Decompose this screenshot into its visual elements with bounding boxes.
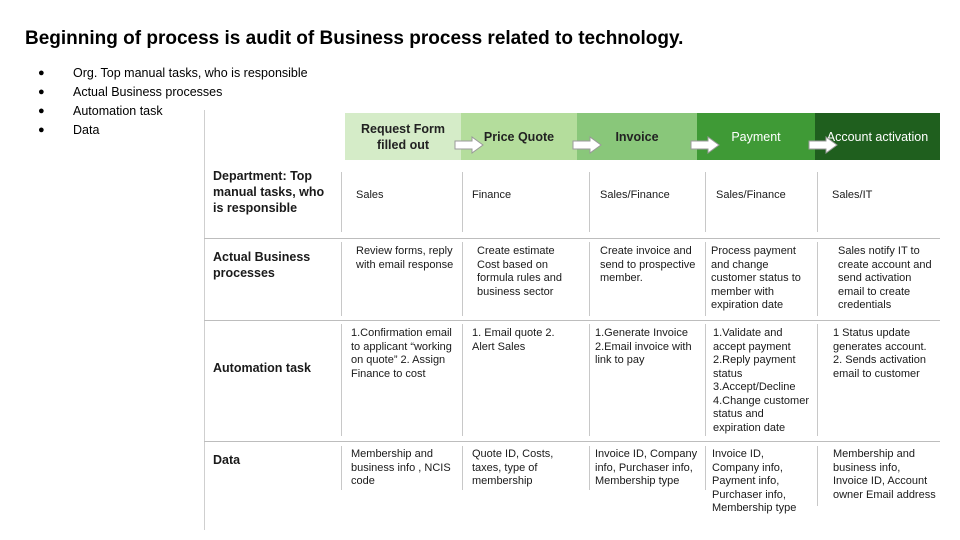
- process-table: Request Form filled out Price Quote Invo…: [204, 110, 940, 530]
- column-divider: [589, 172, 590, 232]
- column-divider: [589, 446, 590, 490]
- table-cell: 1. Email quote 2. Alert Sales: [472, 327, 555, 353]
- column-divider: [705, 324, 706, 436]
- flow-arrow-icon: [808, 136, 838, 154]
- table-cell: 1.Generate Invoice 2.Email invoice with …: [595, 327, 692, 366]
- row-divider: [204, 441, 940, 442]
- bullet-dot: ●: [38, 124, 45, 136]
- table-cell: 1.Validate and accept payment 2.Reply pa…: [713, 327, 809, 434]
- column-divider: [817, 446, 818, 506]
- column-divider: [589, 242, 590, 316]
- flow-arrow-icon: [690, 136, 720, 154]
- flow-arrow-icon: [572, 136, 602, 154]
- stage-header-payment: Payment: [697, 113, 815, 160]
- row-divider: [204, 238, 940, 239]
- column-divider: [817, 242, 818, 316]
- column-divider: [462, 242, 463, 316]
- column-divider: [817, 324, 818, 436]
- column-divider: [341, 242, 342, 316]
- table-cell: Sales: [356, 189, 384, 201]
- table-cell: Sales/IT: [832, 189, 873, 201]
- table-cell: Membership and business info, Invoice ID…: [833, 448, 936, 501]
- column-divider: [341, 172, 342, 232]
- column-divider: [705, 242, 706, 316]
- table-cell: Sales/Finance: [600, 189, 670, 201]
- column-divider: [589, 324, 590, 436]
- table-cell: Quote ID, Costs, taxes, type of membersh…: [472, 448, 554, 487]
- table-cell: 1.Confirmation email to applicant “worki…: [351, 327, 452, 380]
- stage-header-price-quote: Price Quote: [461, 113, 577, 160]
- bullet-list: ●Org. Top manual tasks, who is responsib…: [38, 65, 308, 141]
- column-divider: [462, 324, 463, 436]
- table-cell: Process payment and change customer stat…: [711, 245, 801, 311]
- row-label-automation-task: Automation task: [213, 361, 311, 375]
- table-cell: Sales notify IT to create account and se…: [838, 245, 932, 311]
- table-cell: Finance: [472, 189, 512, 201]
- slide-title: Beginning of process is audit of Busines…: [25, 28, 684, 49]
- column-divider: [705, 172, 706, 232]
- table-cell: Create estimate Cost based on formula ru…: [477, 245, 562, 298]
- table-cell: 1 Status update generates account. 2. Se…: [833, 327, 927, 380]
- bullet-item: ●Data: [38, 123, 100, 137]
- table-cell: Invoice ID, Company info, Purchaser info…: [595, 448, 698, 487]
- table-cell: Review forms, reply with email response: [356, 245, 454, 271]
- row-divider: [204, 320, 940, 321]
- row-label-department: Department: Top manual tasks, who is res…: [213, 169, 325, 215]
- table-cell: Invoice ID, Company info, Payment info, …: [712, 448, 797, 514]
- bullet-dot: ●: [38, 67, 45, 79]
- row-label-business-processes: Actual Business processes: [213, 250, 311, 280]
- row-label-data: Data: [213, 453, 241, 467]
- stage-header-account-activation: Account activation: [815, 113, 940, 160]
- column-divider: [462, 172, 463, 232]
- stage-header-request-form: Request Form filled out: [345, 113, 461, 160]
- column-divider: [341, 324, 342, 436]
- column-divider: [705, 446, 706, 490]
- bullet-dot: ●: [38, 86, 45, 98]
- table-cell: Create invoice and send to prospective m…: [600, 245, 696, 284]
- flow-arrow-icon: [454, 136, 484, 154]
- column-divider: [341, 446, 342, 490]
- stage-header-invoice: Invoice: [577, 113, 697, 160]
- bullet-item: ●Org. Top manual tasks, who is responsib…: [38, 66, 308, 80]
- table-cell: Membership and business info , NCIS code: [351, 448, 451, 487]
- table-cell: Sales/Finance: [716, 189, 786, 201]
- bullet-item: ●Actual Business processes: [38, 85, 223, 99]
- column-divider: [817, 172, 818, 232]
- column-divider: [462, 446, 463, 490]
- bullet-item: ●Automation task: [38, 104, 163, 118]
- bullet-dot: ●: [38, 105, 45, 117]
